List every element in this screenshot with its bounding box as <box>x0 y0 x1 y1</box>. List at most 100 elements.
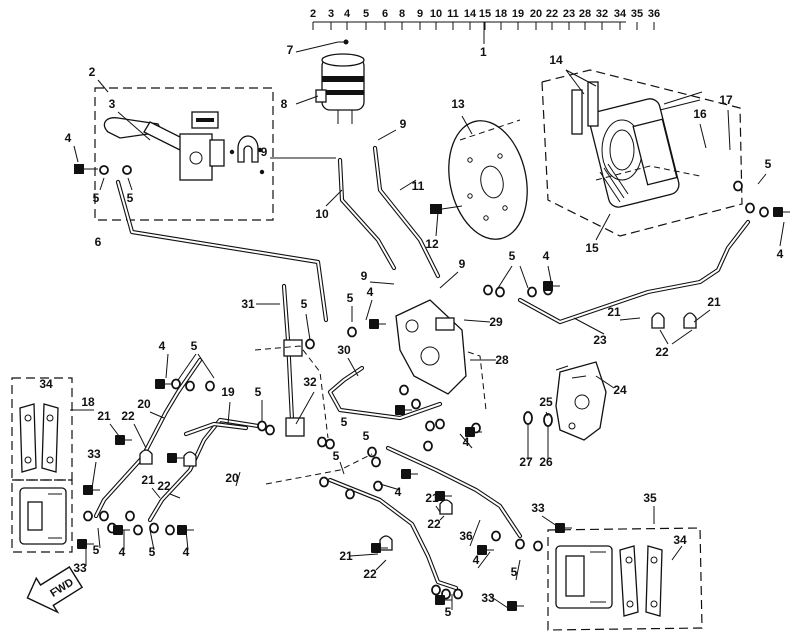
part-label-21: 21 <box>425 491 439 505</box>
part-label-20: 20 <box>137 397 151 411</box>
part-label-5: 5 <box>301 297 308 311</box>
brake-pipe-6 <box>115 179 329 323</box>
header-part-number: 8 <box>399 8 405 20</box>
part-label-7: 7 <box>287 43 294 57</box>
part-label-5: 5 <box>363 429 370 443</box>
part-label-5: 5 <box>149 545 156 559</box>
part-label-21: 21 <box>339 549 353 563</box>
banjo-bolt-fitting <box>74 164 132 175</box>
part-label-30: 30 <box>337 343 351 357</box>
washer-set <box>83 180 769 600</box>
front-left-caliper-box <box>11 479 73 553</box>
part-label-6: 6 <box>95 235 102 249</box>
header-part-number: 19 <box>512 8 524 20</box>
part-label-21: 21 <box>141 473 155 487</box>
header-part-number: 5 <box>363 8 369 20</box>
header-part-number: 36 <box>648 8 660 20</box>
brake-hose-20-upper <box>93 357 203 519</box>
brake-hose-20-lower <box>147 417 261 523</box>
part-label-34: 34 <box>673 533 687 547</box>
part-label-36: 36 <box>459 529 473 543</box>
part-label-4: 4 <box>119 545 126 559</box>
brake-hose-36-lower <box>327 477 459 591</box>
part-label-22: 22 <box>121 409 135 423</box>
leader-lines <box>70 41 785 610</box>
part-label-5: 5 <box>333 449 340 463</box>
front-left-caliper <box>19 487 67 545</box>
part-label-4: 4 <box>65 131 72 145</box>
part-label-22: 22 <box>363 567 377 581</box>
part-label-24: 24 <box>613 383 627 397</box>
part-label-25: 25 <box>539 395 553 409</box>
part-label-21: 21 <box>707 295 721 309</box>
header-part-number: 2 <box>310 8 316 20</box>
parking-brake-bracket <box>555 361 607 441</box>
part-label-5: 5 <box>191 339 198 353</box>
brake-hose-36-upper <box>385 445 523 539</box>
front-left-pads-box <box>11 377 73 481</box>
brake-hose-30 <box>327 365 443 421</box>
part-label-5: 5 <box>445 605 452 619</box>
part-label-26: 26 <box>539 455 553 469</box>
part-label-33: 33 <box>73 561 87 575</box>
header-part-number: 32 <box>596 8 608 20</box>
part-label-5: 5 <box>93 543 100 557</box>
part-label-assembly: 1 <box>480 45 487 59</box>
reservoir-screw <box>338 39 349 45</box>
header-callout-bracket <box>312 21 655 44</box>
part-label-9: 9 <box>261 145 268 159</box>
master-cylinder-clamp <box>229 135 265 175</box>
front-right-brake-pads <box>619 545 663 617</box>
header-part-number: 23 <box>563 8 575 20</box>
part-label-22: 22 <box>157 479 171 493</box>
rear-caliper <box>588 91 703 208</box>
part-label-18: 18 <box>81 395 95 409</box>
reservoir-hose-10 <box>337 157 397 271</box>
header-part-number: 22 <box>546 8 558 20</box>
reservoir-hose-11 <box>372 145 441 279</box>
part-label-9: 9 <box>400 117 407 131</box>
brake-pipe-23 <box>517 219 751 325</box>
bolt-set <box>77 207 790 611</box>
part-label-5: 5 <box>341 415 348 429</box>
part-label-9: 9 <box>459 257 466 271</box>
master-cylinder <box>179 111 225 181</box>
header-part-number: 15 <box>479 8 491 20</box>
part-label-5: 5 <box>511 565 518 579</box>
part-label-4: 4 <box>159 339 166 353</box>
part-label-19: 19 <box>221 385 235 399</box>
part-label-8: 8 <box>281 97 288 111</box>
part-label-4: 4 <box>367 285 374 299</box>
header-part-number: 9 <box>417 8 423 20</box>
rear-brake-pad <box>571 81 599 135</box>
part-label-5: 5 <box>765 157 772 171</box>
part-label-5: 5 <box>93 191 100 205</box>
header-part-number: 35 <box>631 8 643 20</box>
part-label-32: 32 <box>303 375 317 389</box>
part-label-4: 4 <box>183 545 190 559</box>
part-label-31: 31 <box>241 297 255 311</box>
brake-pipe-19 <box>183 421 249 437</box>
forward-direction-arrow: FWD <box>26 566 84 614</box>
header-part-number: 14 <box>464 8 477 20</box>
part-label-15: 15 <box>585 241 599 255</box>
part-label-21: 21 <box>97 409 111 423</box>
part-label-22: 22 <box>427 517 441 531</box>
disc-bolt <box>430 204 463 214</box>
header-part-number: 3 <box>328 8 334 20</box>
part-label-29: 29 <box>489 315 503 329</box>
header-part-number: 10 <box>430 8 442 20</box>
hose-clamps <box>139 312 697 551</box>
part-label-4: 4 <box>463 435 470 449</box>
part-label-33: 33 <box>531 501 545 515</box>
header-part-number: 18 <box>495 8 507 20</box>
master-cylinder-box <box>94 87 274 221</box>
part-label-28: 28 <box>495 353 509 367</box>
part-label-35: 35 <box>643 491 657 505</box>
rear-caliper-box <box>541 69 743 237</box>
header-part-number: 20 <box>530 8 542 20</box>
part-label-12: 12 <box>425 237 439 251</box>
part-label-3: 3 <box>109 97 116 111</box>
part-label-23: 23 <box>593 333 607 347</box>
